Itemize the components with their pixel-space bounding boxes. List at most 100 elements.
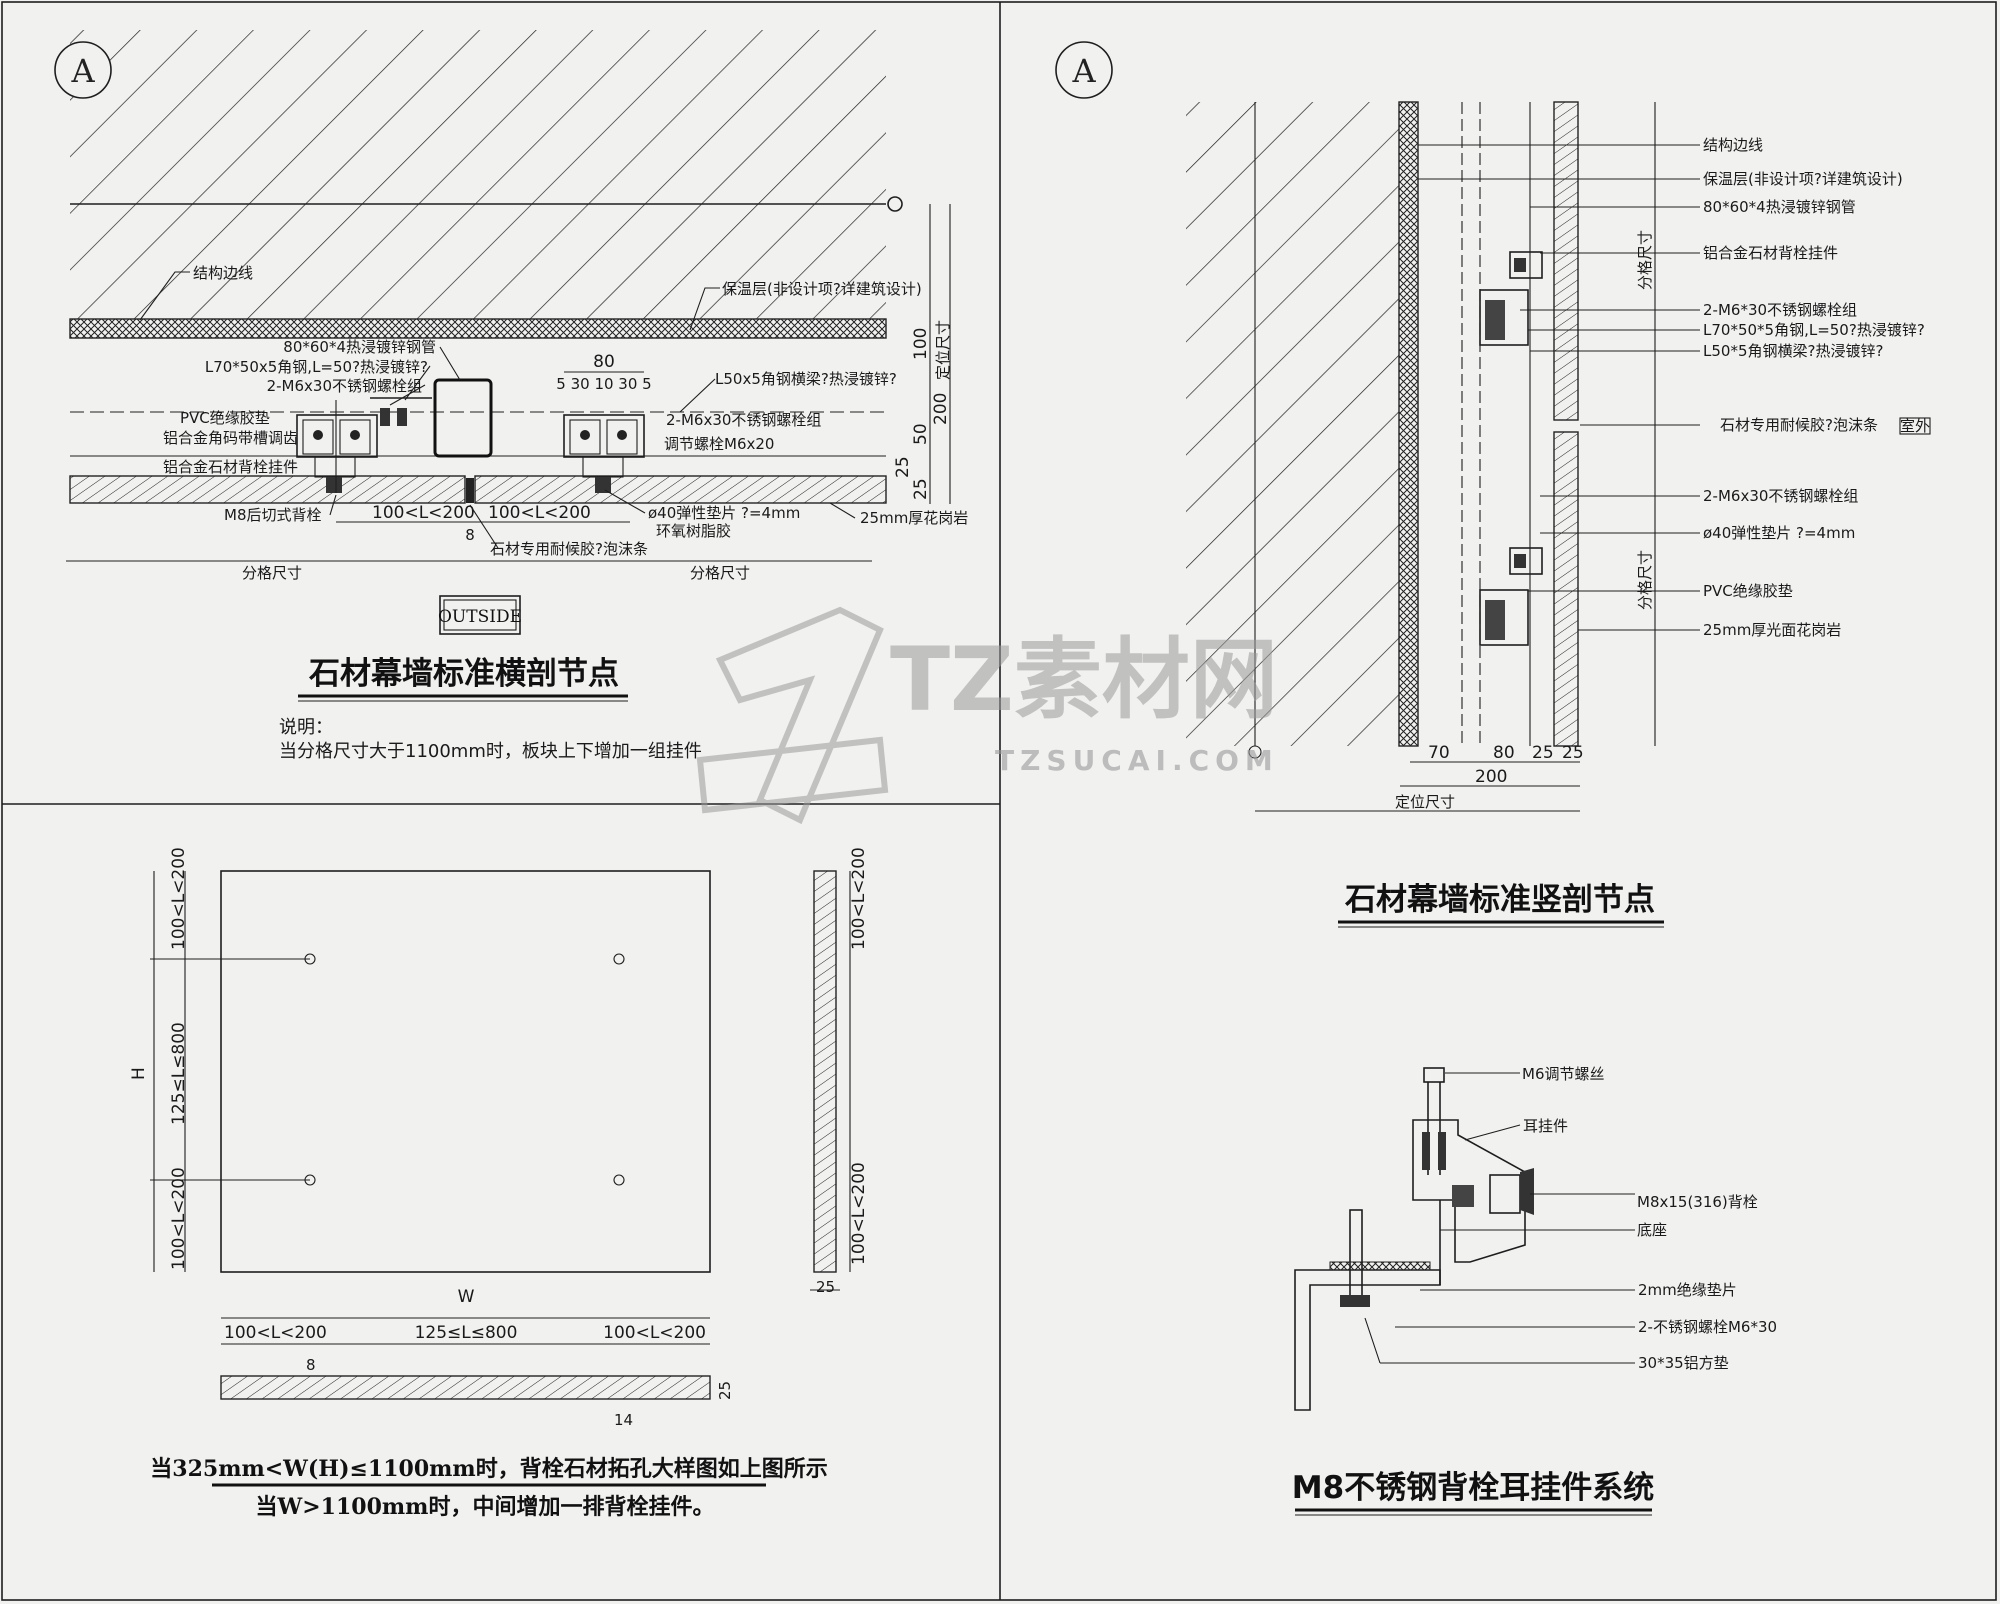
- notes-text: 当分格尺寸大于1100mm时，板块上下增加一组挂件: [279, 741, 702, 762]
- section-marker-label-right: A: [1071, 52, 1096, 90]
- dim-side-edge-top: 100<L<200: [849, 847, 869, 950]
- dim-edge-right: 100<L<200: [603, 1323, 706, 1343]
- label-angle-l70: L70*50x5角钢,L=50?热浸镀锌?: [205, 358, 428, 376]
- horizontal-section-title: 石材幕墙标准横剖节点: [308, 656, 619, 692]
- label-sealant: 石材专用耐候胶?泡沫条: [490, 540, 648, 558]
- dim-25b: 25: [911, 478, 931, 500]
- panel-detail-labels: H 100<L<200 125≤L≤800 100<L<200 100<L<20…: [129, 847, 869, 1520]
- v-label-grid-size-bottom: 分格尺寸: [1636, 550, 1654, 610]
- dim-edge-top: 100<L<200: [169, 847, 189, 950]
- watermark-url: TZSUCAI.COM: [995, 744, 1279, 777]
- dim-h: H: [129, 1067, 149, 1080]
- h-label-square-pad: 30*35铝方垫: [1638, 1354, 1729, 1372]
- label-structure-edge: 结构边线: [193, 264, 253, 282]
- v-label-bolts-bottom: 2-M6x30不锈钢螺栓组: [1703, 487, 1858, 505]
- dim-edge-bottom: 100<L<200: [169, 1167, 189, 1270]
- label-pvc-pad: PVC绝缘胶垫: [180, 409, 270, 427]
- panel-detail-drawing: [150, 870, 851, 1400]
- v-label-beam-l50: L50*5角钢横梁?热浸镀锌?: [1703, 342, 1883, 360]
- v-label-bolts-top: 2-M6*30不锈钢螺栓组: [1703, 301, 1857, 319]
- dim-mid-vertical: 125≤L≤800: [169, 1022, 189, 1125]
- label-washer: ø40弹性垫片 ?=4mm: [648, 504, 800, 522]
- dim-depth: 8: [306, 1356, 316, 1374]
- dim-80: 80: [593, 352, 615, 372]
- label-beam-l50: L50x5角钢横梁?热浸镀锌?: [715, 370, 897, 388]
- stone-panel-right: [474, 475, 887, 504]
- stone-panel-left: [69, 475, 466, 504]
- v-dim-200: 200: [1475, 767, 1507, 787]
- label-adjust-bolt: 调节螺栓M6x20: [664, 435, 774, 453]
- dim-gap: 8: [465, 526, 475, 544]
- dim-hole: 14: [614, 1411, 633, 1429]
- dim-50: 50: [911, 423, 931, 445]
- section-marker-label: A: [70, 52, 95, 90]
- v-dim-25b: 25: [1562, 743, 1584, 763]
- label-m8-anchor: M8后切式背栓: [224, 506, 322, 524]
- horizontal-section-drawing: A: [54, 30, 951, 562]
- v-dim-80: 80: [1493, 743, 1515, 763]
- dim-200: 200: [931, 393, 951, 425]
- stone-panel-elevation: [220, 870, 711, 1273]
- h-label-anchor: M8x15(316)背栓: [1637, 1193, 1758, 1211]
- dim-range-a: 100<L<200: [372, 503, 475, 523]
- v-label-insulation: 保温层(非设计项?详建筑设计): [1703, 170, 1903, 188]
- vertical-section-title: 石材幕墙标准竖剖节点: [1344, 882, 1655, 918]
- dim-25a: 25: [893, 456, 913, 478]
- label-position-size: 定位尺寸: [934, 320, 952, 380]
- vertical-section-labels: 结构边线 保温层(非设计项?详建筑设计) 80*60*4热浸镀锌钢管 铝合金石材…: [1338, 136, 1931, 928]
- label-grid-size-right: 分格尺寸: [690, 564, 750, 582]
- outside-tag-box: [439, 595, 521, 635]
- notes-heading: 说明：: [279, 717, 333, 738]
- dim-side-thick: 25: [816, 1278, 835, 1296]
- panel-bottom-section: [220, 1375, 711, 1400]
- panel-side-section: [813, 870, 837, 1273]
- hanger-detail-title: M8不锈钢背栓耳挂件系统: [1292, 1470, 1654, 1506]
- watermark-text: TZ素材网: [890, 628, 1278, 731]
- v-dim-70: 70: [1428, 743, 1450, 763]
- v-label-structure-edge: 结构边线: [1703, 136, 1763, 154]
- v-label-steel-tube: 80*60*4热浸镀锌钢管: [1703, 198, 1856, 216]
- v-label-position-size: 定位尺寸: [1395, 793, 1455, 811]
- vertical-section-drawing: A: [1055, 41, 1700, 812]
- dim-side-edge-bottom: 100<L<200: [849, 1162, 869, 1265]
- h-label-insulation-pad: 2mm绝缘垫片: [1638, 1281, 1737, 1299]
- v-label-angle-l70: L70*50*5角钢,L=50?热浸镀锌?: [1703, 321, 1925, 339]
- label-alu-bracket: 铝合金角码带槽调齿: [163, 429, 298, 447]
- v-dim-25a: 25: [1532, 743, 1554, 763]
- label-bolts-left: 2-M6x30不锈钢螺栓组: [267, 377, 422, 395]
- h-label-adjust-screw: M6调节螺丝: [1522, 1065, 1605, 1083]
- dim-edge-left: 100<L<200: [224, 1323, 327, 1343]
- panel-caption-2: 当W>1100mm时，中间增加一排背栓挂件。: [256, 1494, 715, 1520]
- structure-hatch: [70, 30, 886, 319]
- section-marker-circle: [54, 41, 112, 99]
- hanger-detail-drawing: [1294, 1067, 1635, 1411]
- dim-range-b: 100<L<200: [488, 503, 591, 523]
- label-alu-hanger: 铝合金石材背栓挂件: [163, 458, 298, 476]
- v-label-granite: 25mm厚光面花岗岩: [1703, 621, 1841, 639]
- label-epoxy: 环氧树脂胶: [656, 522, 731, 540]
- sealant-joint: [466, 478, 474, 503]
- dim-split: 5 30 10 30 5: [556, 375, 651, 393]
- dim-w: W: [458, 1287, 475, 1307]
- watermark: TZ素材网 TZSUCAI.COM: [696, 606, 1279, 825]
- outside-tag: OUTSIDE: [438, 607, 522, 627]
- v-label-sealant: 石材专用耐候胶?泡沫条: [1720, 416, 1878, 434]
- horizontal-section-labels: 结构边线 保温层(非设计项?详建筑设计) 80*60*4热浸镀锌钢管 L70*5…: [163, 264, 968, 762]
- dim-thick: 25: [716, 1381, 734, 1400]
- label-steel-tube: 80*60*4热浸镀锌钢管: [283, 338, 436, 356]
- hanger-detail-labels: M6调节螺丝 耳挂件 M8x15(316)背栓 底座 2mm绝缘垫片 2-不锈钢…: [1292, 1065, 1777, 1516]
- label-insulation: 保温层(非设计项?详建筑设计): [722, 280, 922, 298]
- panel-caption-1: 当325mm<W(H)≤1100mm时，背栓石材拓孔大样图如上图所示: [150, 1456, 827, 1482]
- dim-mid: 125≤L≤800: [415, 1323, 518, 1343]
- steel-tube: [433, 378, 493, 458]
- h-label-base: 底座: [1637, 1221, 1667, 1239]
- h-label-ear-hanger: 耳挂件: [1523, 1117, 1568, 1135]
- v-label-pvc-pad: PVC绝缘胶垫: [1703, 582, 1793, 600]
- label-grid-size-left: 分格尺寸: [242, 564, 302, 582]
- label-granite: 25mm厚花岗岩: [860, 509, 968, 527]
- dim-100: 100: [911, 328, 931, 360]
- v-label-alu-hanger: 铝合金石材背栓挂件: [1703, 244, 1838, 262]
- v-label-grid-size-top: 分格尺寸: [1636, 230, 1654, 290]
